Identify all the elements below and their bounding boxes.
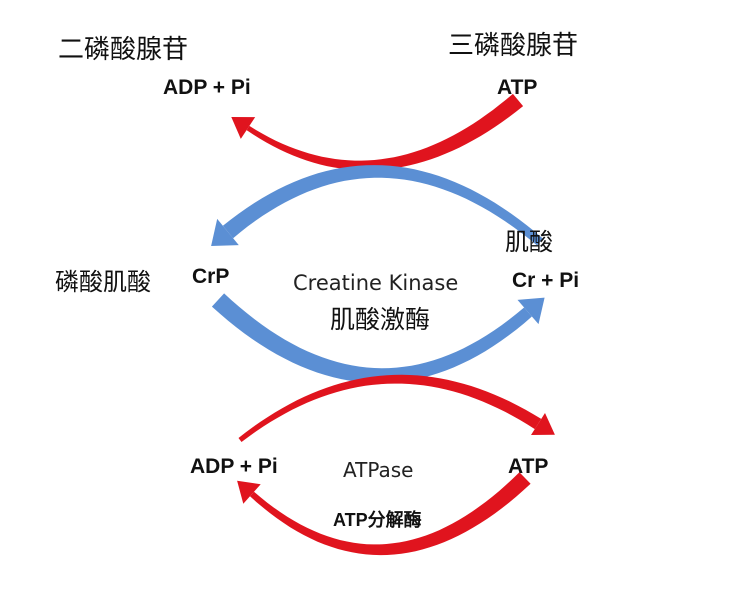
- enzyme-en-label: Creatine Kinase: [293, 271, 458, 295]
- arrow-adp-to-atp-bottom-shaft: [238, 374, 542, 442]
- atpase-label: ATPase: [343, 458, 414, 482]
- arrow-crp-to-cr-arrowhead: [517, 297, 545, 325]
- adp-top-label: ADP + Pi: [163, 76, 251, 99]
- arrow-atp-to-adp-top-arrowhead: [231, 117, 256, 139]
- crp-label: CrP: [192, 265, 229, 288]
- atpase-cn-label: ATP分解酶: [333, 509, 422, 530]
- atp-top-cn-label: 三磷酸腺苷: [448, 31, 578, 61]
- atp-top-label: ATP: [497, 76, 537, 99]
- arrow-crp-to-cr-shaft: [211, 293, 532, 384]
- arrows-layer: [211, 93, 555, 556]
- cr-pi-label: Cr + Pi: [512, 269, 579, 292]
- arrow-atp-to-adp-bottom-arrowhead: [237, 480, 261, 504]
- arrow-cr-to-crp-arrowhead: [211, 218, 239, 246]
- atp-bottom-label: ATP: [508, 455, 548, 478]
- creatine-cn-label: 肌酸: [505, 228, 553, 256]
- arrow-atp-to-adp-top-shaft: [246, 93, 524, 171]
- arrow-adp-to-atp-bottom-arrowhead: [531, 413, 555, 435]
- arrow-cr-to-crp-shaft: [222, 165, 543, 246]
- crp-cn-label: 磷酸肌酸: [55, 268, 151, 296]
- adp-bottom-label: ADP + Pi: [190, 455, 278, 478]
- adp-top-cn-label: 二磷酸腺苷: [58, 35, 188, 65]
- enzyme-cn-label: 肌酸激酶: [330, 305, 430, 334]
- arrow-atp-to-adp-bottom-shaft: [250, 472, 531, 556]
